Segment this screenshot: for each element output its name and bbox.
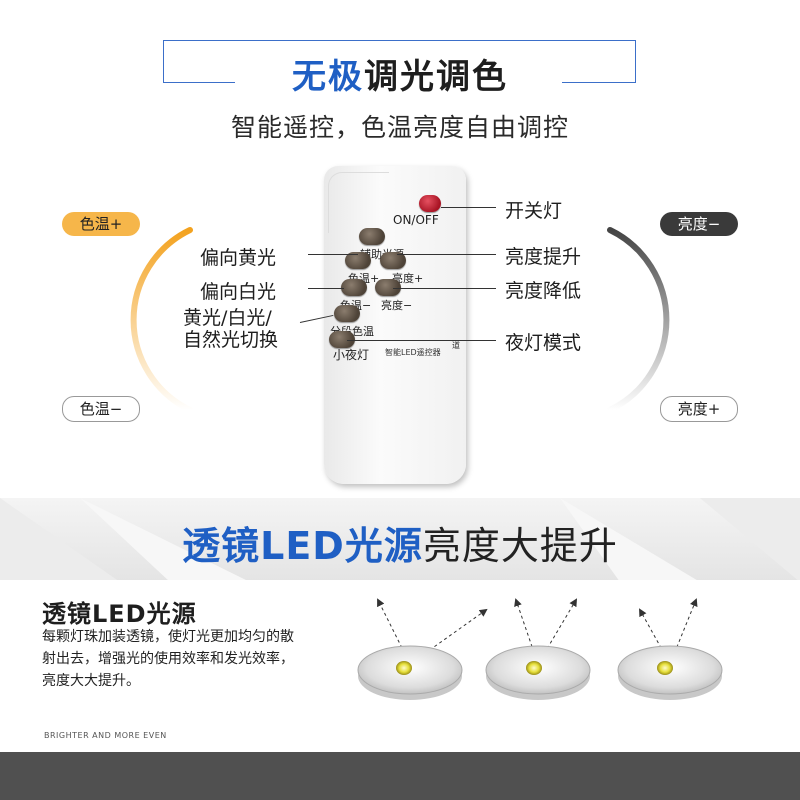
brightness-minus-label: 亮度− xyxy=(381,299,413,312)
remote-brand-tag: 道 xyxy=(452,341,460,350)
banner-pattern-icon xyxy=(0,498,800,582)
warm-white-leader-line xyxy=(308,288,344,289)
header-frame-bottom-right xyxy=(562,82,635,83)
callout-switch: 开关灯 xyxy=(505,200,563,222)
banner-title-accent: 透镜LED光源 xyxy=(182,524,423,568)
color-temp-plus-pill: 色温+ xyxy=(62,212,140,236)
page-title-accent: 无极 xyxy=(292,57,364,97)
callout-bright-up: 亮度提升 xyxy=(505,246,582,268)
remote-edge-highlight xyxy=(328,172,389,233)
brightness-minus-pill: 亮度− xyxy=(660,212,738,236)
segment-color-button[interactable] xyxy=(334,305,360,322)
page-title-main: 调光调色 xyxy=(364,57,508,97)
page-subtitle: 智能遥控，色温亮度自由调控 xyxy=(230,113,569,142)
lens-english-tag: BRIGHTER AND MORE EVEN xyxy=(44,731,167,740)
lens-description: 每颗灯珠加装透镜，使灯光更加均匀的散射出去，增强光的使用效率和发光效率，亮度大大… xyxy=(42,629,294,689)
header-frame-top xyxy=(163,40,635,41)
header-frame-bottom-left xyxy=(163,82,235,83)
brightness-plus-label: 亮度+ xyxy=(392,272,424,285)
night-mode-leader-line xyxy=(347,340,496,341)
callout-cycle-line2: 自然光切换 xyxy=(183,329,279,351)
callout-cycle-line1: 黄光/白光/ xyxy=(183,307,272,329)
lens-section-title: 透镜LED光源 xyxy=(42,600,197,628)
power-button-label: ON/OFF xyxy=(393,213,439,227)
color-temp-minus-button[interactable] xyxy=(341,279,367,296)
callout-night-mode: 夜灯模式 xyxy=(505,332,582,354)
brightness-minus-button[interactable] xyxy=(375,279,401,296)
header-frame-left xyxy=(163,40,164,83)
callout-warm-white: 偏向白光 xyxy=(200,281,277,303)
color-temp-plus-button[interactable] xyxy=(345,252,371,269)
warm-yellow-leader-line xyxy=(308,254,358,255)
banner-title: 透镜LED光源亮度大提升 xyxy=(0,515,800,570)
lens-center xyxy=(485,645,591,700)
lens-right xyxy=(617,645,723,700)
header-frame-right xyxy=(635,40,636,83)
night-light-label: 小夜灯 xyxy=(333,348,370,362)
brightness-plus-button[interactable] xyxy=(380,252,406,269)
warm-arc-icon xyxy=(130,227,193,413)
banner-title-main: 亮度大提升 xyxy=(422,524,618,568)
aux-light-button[interactable] xyxy=(359,228,385,245)
switch-leader-line xyxy=(441,207,496,208)
bright-down-leader-line xyxy=(393,288,496,289)
callout-cycle: 黄光/白光/ 自然光切换 xyxy=(183,307,278,351)
page-title: 无极调光调色 xyxy=(163,55,637,99)
brightness-arc-icon xyxy=(607,227,670,413)
callout-bright-down: 亮度降低 xyxy=(505,280,582,302)
led-lens-illustration-icon xyxy=(357,598,723,700)
night-light-button[interactable] xyxy=(329,331,355,348)
lens-left xyxy=(357,645,463,700)
power-button[interactable] xyxy=(419,195,441,212)
remote-brand-label: 智能LED遥控器 xyxy=(385,348,441,357)
bright-up-leader-line xyxy=(397,254,496,255)
brightness-plus-pill: 亮度+ xyxy=(660,396,738,422)
callout-warm-yellow: 偏向黄光 xyxy=(200,247,277,269)
color-temp-minus-pill: 色温− xyxy=(62,396,140,422)
remote-control xyxy=(324,166,466,484)
